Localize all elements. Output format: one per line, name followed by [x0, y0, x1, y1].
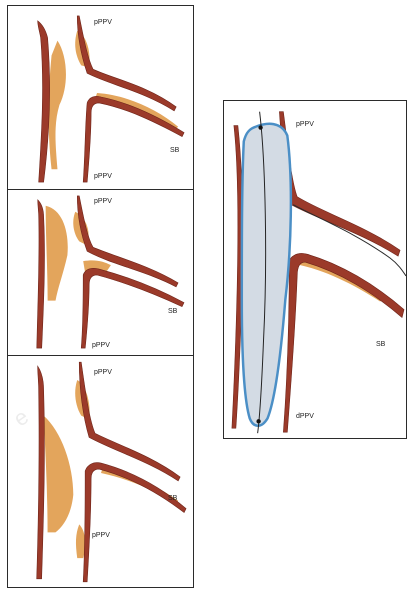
vessel-wall — [83, 96, 184, 182]
plaque-deposit — [49, 41, 66, 170]
label-side-branch: SB — [168, 495, 177, 502]
diagram-panel-3: pPPV pPPV SB — [7, 355, 194, 588]
vessel-bifurcation-drawing — [8, 190, 193, 356]
label-upper-pPPV: pPPV — [94, 369, 112, 376]
plaque-deposit — [44, 416, 74, 533]
vessel-wall — [38, 21, 50, 182]
vessel-bifurcation-drawing — [8, 6, 193, 190]
label-side-branch: SB — [168, 308, 177, 315]
balloon-shape — [242, 124, 291, 426]
diagram-panel-detail: pPPV dPPV SB — [223, 100, 407, 439]
label-lower-dPPV: dPPV — [296, 413, 314, 420]
balloon-marker — [256, 419, 260, 423]
vessel-wall — [279, 112, 400, 256]
vessel-wall — [83, 463, 186, 582]
label-upper-pPPV: pPPV — [94, 19, 112, 26]
label-lower-pPPV: pPPV — [94, 173, 112, 180]
plaque-deposit — [76, 524, 85, 558]
vessel-bifurcation-drawing — [8, 356, 193, 587]
vessel-wall — [37, 366, 45, 579]
balloon-marker — [258, 125, 262, 129]
plaque-deposit — [46, 206, 68, 301]
diagram-panel-2: pPPV pPPV SB — [7, 189, 194, 357]
label-upper-pPPV: pPPV — [296, 121, 314, 128]
label-lower-pPPV: pPPV — [92, 532, 110, 539]
vessel-wall — [37, 200, 45, 348]
label-side-branch: SB — [376, 341, 385, 348]
label-upper-pPPV: pPPV — [94, 198, 112, 205]
label-side-branch: SB — [170, 147, 179, 154]
vessel-wall — [77, 16, 176, 111]
balloon-bifurcation-drawing — [224, 101, 406, 438]
diagram-panel-1: pPPV pPPV SB — [7, 5, 194, 191]
label-lower-pPPV: pPPV — [92, 342, 110, 349]
